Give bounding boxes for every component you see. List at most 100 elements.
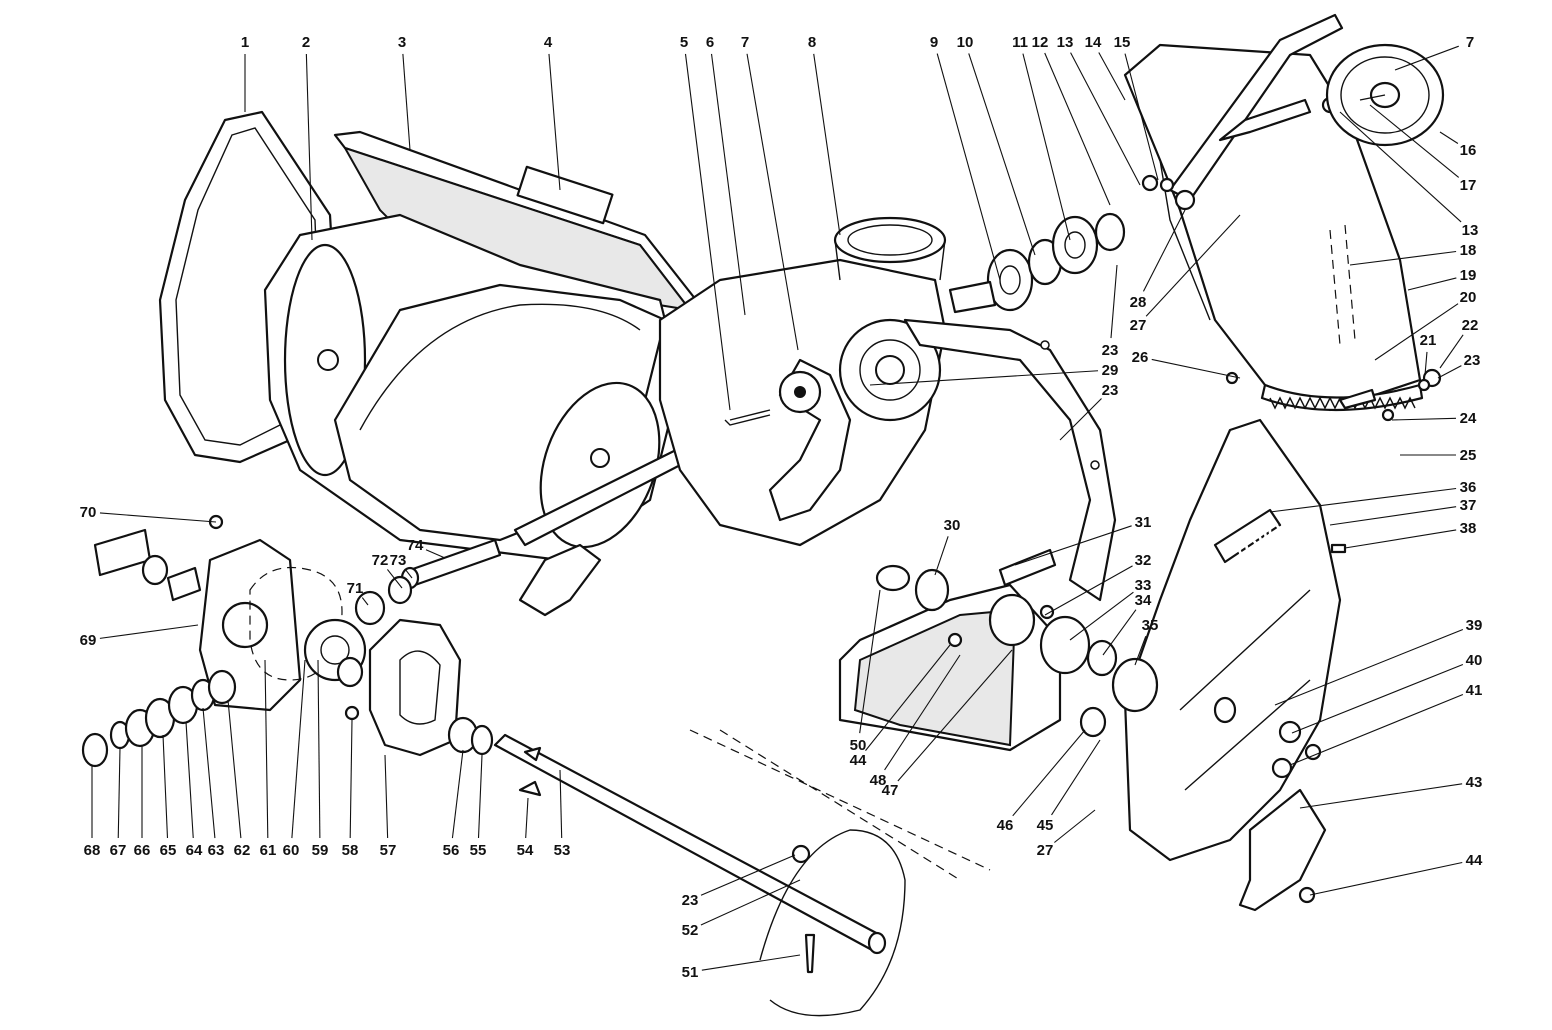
callout-18: 18: [1460, 242, 1477, 259]
callout-38: 38: [1460, 520, 1477, 537]
leader-line-16: [1439, 131, 1459, 144]
callout-12: 12: [1032, 34, 1049, 51]
callout-11: 11: [1012, 34, 1028, 51]
leader-line-19: [1407, 277, 1457, 291]
callout-57: 57: [380, 842, 397, 859]
callout-44: 44: [850, 752, 867, 769]
callout-35: 35: [1142, 617, 1159, 634]
leader-line-7: [746, 53, 799, 351]
callout-6: 6: [706, 34, 714, 51]
leader-line-46: [1012, 729, 1086, 817]
right-side-plate: [1123, 418, 1342, 862]
callout-26: 26: [1132, 349, 1149, 366]
leader-line-29: [869, 370, 1099, 386]
callout-19: 19: [1460, 267, 1477, 284]
leader-line-27: [1145, 214, 1241, 317]
leader-line-14: [1098, 52, 1126, 101]
toro-logo-plate: [1213, 508, 1282, 564]
callout-48: 48: [870, 772, 887, 789]
callout-47: 47: [882, 782, 899, 799]
leader-line-65: [162, 734, 169, 839]
leader-line-13: [1070, 52, 1141, 186]
leader-line-69: [99, 624, 199, 639]
leader-line-72: [386, 569, 403, 589]
leader-line-20: [1374, 303, 1459, 361]
callout-16: 16: [1460, 142, 1477, 159]
leader-line-70: [99, 512, 217, 523]
callout-61: 61: [260, 842, 277, 859]
callout-34: 34: [1135, 592, 1152, 609]
leader-line-39: [1274, 628, 1464, 706]
leader-line-58: [349, 719, 353, 839]
callout-13: 13: [1057, 34, 1074, 51]
leader-line-23: [1437, 365, 1462, 379]
leader-line-26: [1151, 358, 1241, 379]
leader-line-8: [813, 53, 841, 236]
callout-64: 64: [186, 842, 203, 859]
leader-line-7: [1394, 45, 1459, 71]
leader-line-9: [936, 53, 1001, 281]
callout-43: 43: [1466, 774, 1483, 791]
callout-56: 56: [443, 842, 460, 859]
leader-line-51: [701, 954, 801, 971]
callout-50: 50: [850, 737, 867, 754]
callout-58: 58: [342, 842, 359, 859]
leader-line-40: [1291, 663, 1464, 734]
callout-74: 74: [407, 537, 424, 554]
leader-line-62: [227, 699, 242, 839]
leader-line-5: [684, 53, 731, 411]
callout-55: 55: [470, 842, 487, 859]
leader-line-30: [934, 536, 949, 576]
callout-28: 28: [1130, 294, 1147, 311]
callout-53: 53: [554, 842, 571, 859]
leader-line-52: [700, 879, 801, 926]
callout-73: 73: [390, 552, 407, 569]
leader-line-34: [1102, 609, 1137, 656]
callout-40: 40: [1466, 652, 1483, 669]
leader-line-37: [1329, 506, 1457, 526]
leader-line-17: [1369, 104, 1460, 178]
lower-auger-outline: [759, 829, 906, 1017]
leader-line-41: [1289, 694, 1464, 766]
callout-62: 62: [234, 842, 251, 859]
leader-line-47: [897, 649, 1013, 782]
callout-5: 5: [680, 34, 688, 51]
shaft-bracket: [948, 280, 997, 314]
spring: [998, 548, 1057, 587]
callout-65: 65: [160, 842, 177, 859]
leader-line-4: [548, 53, 561, 191]
leader-line-45: [1051, 739, 1101, 816]
leader-line-12: [1044, 52, 1111, 206]
leader-line-21: [1424, 351, 1428, 376]
leader-lines: [91, 45, 1464, 971]
leader-line-11: [1022, 53, 1071, 241]
leader-line-54: [525, 797, 529, 839]
leader-line-10: [968, 53, 1036, 256]
callout-20: 20: [1460, 289, 1477, 306]
callout-39: 39: [1466, 617, 1483, 634]
callout-31: 31: [1135, 514, 1152, 531]
gearbox-right-half: [368, 618, 462, 757]
leader-line-74: [425, 549, 446, 559]
callout-70: 70: [80, 504, 97, 521]
leader-line-24: [1391, 417, 1457, 421]
callout-27: 27: [1130, 317, 1147, 334]
leader-line-59: [317, 659, 321, 839]
leader-line-73: [404, 569, 413, 579]
leader-line-33: [1069, 591, 1134, 641]
leader-line-64: [185, 721, 194, 839]
callout-10: 10: [957, 34, 974, 51]
callout-8: 8: [808, 34, 816, 51]
callout-24: 24: [1460, 410, 1477, 427]
callout-32: 32: [1135, 552, 1152, 569]
callout-68: 68: [84, 842, 101, 859]
callout-25: 25: [1460, 447, 1477, 464]
callout-72: 72: [372, 552, 389, 569]
callout-1: 1: [241, 34, 249, 51]
leader-line-27: [1054, 809, 1096, 843]
callout-59: 59: [312, 842, 329, 859]
callout-23: 23: [682, 892, 699, 909]
leader-line-22: [1439, 334, 1464, 369]
callout-21: 21: [1420, 332, 1437, 349]
